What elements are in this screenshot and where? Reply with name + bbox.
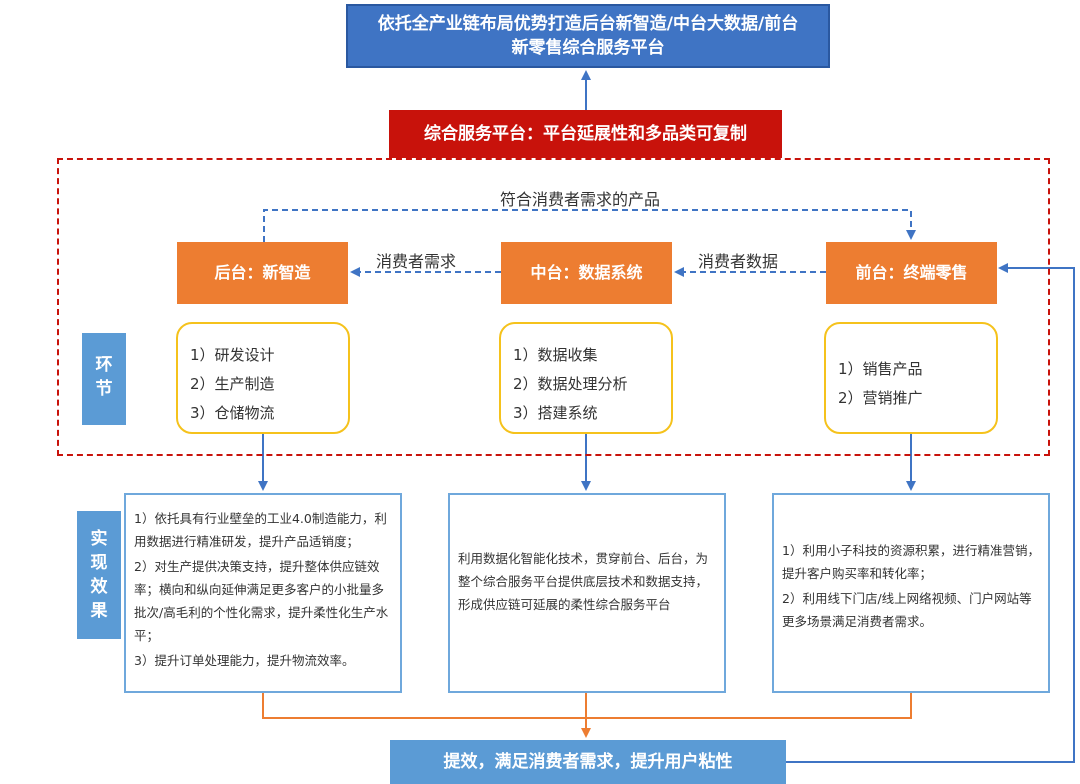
frontend-effect-text: 2）利用线下门店/线上网络视频、门户网站等更多场景满足消费者需求。 — [782, 591, 1032, 629]
backend-item: 3）仓储物流 — [190, 404, 275, 422]
backend-effect-text: 2）对生产提供决策支持，提升整体供应链效率；横向和纵向延伸满足更多客户的小批量多… — [134, 559, 389, 643]
middle-item: 2）数据处理分析 — [513, 375, 628, 393]
middle-effect-box: 利用数据化智能化技术，贯穿前台、后台，为整个综合服务平台提供底层技术和数据支持，… — [448, 493, 726, 693]
top-goal-box: 依托全产业链布局优势打造后台新智造/中台大数据/前台 新零售综合服务平台 — [346, 4, 830, 68]
backend-links-box: 1）研发设计 2）生产制造 3）仓储物流 — [176, 322, 350, 434]
side-label-effects: 实 现 效 果 — [77, 511, 121, 639]
middle-item: 3）搭建系统 — [513, 404, 598, 422]
middle-title: 中台：数据系统 — [501, 242, 672, 304]
frontend-item: 1）销售产品 — [838, 360, 923, 378]
middle-links-box: 1）数据收集 2）数据处理分析 3）搭建系统 — [499, 322, 673, 434]
backend-effect-text: 3）提升订单处理能力，提升物流效率。 — [134, 653, 355, 668]
backend-item: 2）生产制造 — [190, 375, 275, 393]
backend-effect-box: 1）依托具有行业壁垒的工业4.0制造能力，利用数据进行精准研发，提升产品适销度；… — [124, 493, 402, 693]
frontend-item: 2）营销推广 — [838, 389, 923, 407]
arrow-product-loop — [263, 209, 916, 242]
platform-box: 综合服务平台：平台延展性和多品类可复制 — [389, 110, 782, 158]
middle-item: 1）数据收集 — [513, 346, 598, 364]
arrow-outcome-feedback — [786, 263, 1075, 763]
label-consumer-data: 消费者数据 — [698, 252, 779, 271]
merge-left — [262, 693, 586, 719]
middle-effect-text: 利用数据化智能化技术，贯穿前台、后台，为整个综合服务平台提供底层技术和数据支持，… — [458, 551, 709, 612]
backend-item: 1）研发设计 — [190, 346, 275, 364]
backend-title: 后台：新智造 — [177, 242, 348, 304]
frontend-links-box: 1）销售产品 2）营销推广 — [824, 322, 998, 434]
merge-right — [586, 693, 912, 719]
top-goal-line2: 新零售综合服务平台 — [511, 38, 665, 58]
links-frame — [57, 158, 1050, 456]
label-consumer-demand: 消费者需求 — [376, 252, 457, 271]
frontend-title: 前台：终端零售 — [826, 242, 997, 304]
backend-effect-text: 1）依托具有行业壁垒的工业4.0制造能力，利用数据进行精准研发，提升产品适销度； — [134, 511, 387, 549]
outcome-box: 提效，满足消费者需求，提升用户粘性 — [390, 740, 786, 784]
frontend-effect-box: 1）利用小子科技的资源积累，进行精准营销，提升客户购买率和转化率； 2）利用线下… — [772, 493, 1050, 693]
top-goal-line1: 依托全产业链布局优势打造后台新智造/中台大数据/前台 — [377, 14, 799, 34]
label-product-loop: 符合消费者需求的产品 — [500, 190, 661, 209]
frontend-effect-text: 1）利用小子科技的资源积累，进行精准营销，提升客户购买率和转化率； — [782, 543, 1040, 581]
side-label-links: 环 节 — [82, 333, 126, 425]
